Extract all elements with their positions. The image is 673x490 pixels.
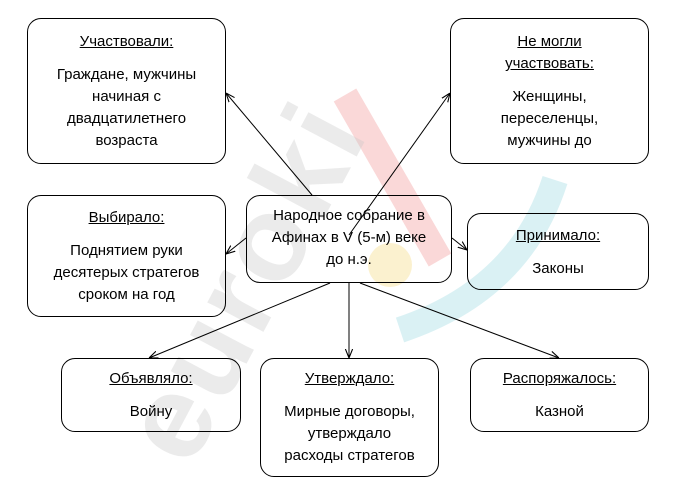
box-not-participated: Не могли участвовать: Женщины, переселен… [450, 18, 649, 164]
participated-text: Граждане, мужчины начиная с двадцатилетн… [56, 66, 197, 149]
box-center: Народное собрание в Афинах в V (5-м) век… [246, 195, 452, 283]
arrow-to-elected [226, 237, 247, 254]
elected-text: Поднятием руки десятерых стратегов сроко… [53, 242, 200, 303]
not-participated-heading: Не могли участвовать: [505, 33, 594, 72]
box-adopted: Принимало: Законы [467, 213, 649, 290]
not-participated-text: Женщины, переселенцы, мужчины до [500, 88, 599, 149]
arrow-to-participated [226, 93, 313, 196]
adopted-heading: Принимало: [515, 227, 601, 244]
watermark-arc-cyan [395, 175, 568, 343]
box-participated: Участвовали: Граждане, мужчины начиная с… [27, 18, 226, 164]
elected-heading: Выбирало: [88, 209, 165, 226]
arrow-to-not-participated [348, 93, 450, 236]
participated-heading: Участвовали: [79, 33, 174, 50]
adopted-text: Законы [532, 260, 584, 277]
watermark-arc-pink [333, 88, 452, 267]
approved-heading: Утверждало: [304, 370, 395, 387]
declared-text: Войну [129, 403, 173, 420]
arrow-to-declared [149, 282, 331, 358]
arrow-to-managed [359, 282, 559, 358]
watermark-dot [368, 243, 412, 287]
box-managed: Распоряжалось: Казной [470, 358, 649, 432]
managed-text: Казной [535, 403, 584, 420]
center-text: Народное собрание в Афинах в V (5-м) век… [271, 207, 427, 268]
box-declared: Объявляло: Войну [61, 358, 241, 432]
managed-heading: Распоряжалось: [502, 370, 617, 387]
box-approved: Утверждало: Мирные договоры, утверждало … [260, 358, 439, 477]
approved-text: Мирные договоры, утверждало расходы стра… [284, 403, 415, 464]
declared-heading: Объявляло: [109, 370, 193, 387]
box-elected: Выбирало: Поднятием руки десятерых страт… [27, 195, 226, 317]
arrow-to-adopted [451, 237, 467, 250]
